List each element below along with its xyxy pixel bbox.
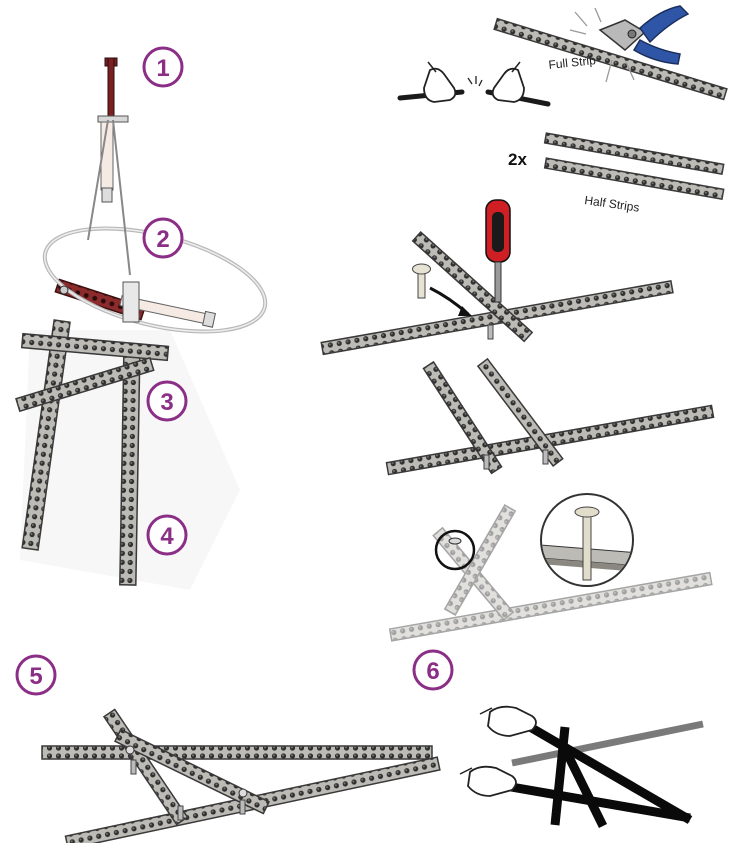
step-badge-3: 3 <box>146 380 188 422</box>
step-badge-4: 4 <box>146 514 188 556</box>
step-number-4: 4 <box>160 523 174 550</box>
half-strips-placed-illustration <box>385 357 715 476</box>
step-number-1: 1 <box>156 55 169 82</box>
step-badge-6: 6 <box>412 649 454 691</box>
step-number-6: 6 <box>426 658 439 685</box>
step-number-3: 3 <box>160 389 173 416</box>
breaking-strip-hands-illustration <box>397 61 551 107</box>
zoom-highlight-circle <box>434 529 476 571</box>
step-badge-2: 2 <box>142 217 184 259</box>
screwing-step-illustration <box>320 199 674 356</box>
zoom-detail-inset <box>540 493 634 587</box>
ghosted-assembly-illustration <box>388 504 713 642</box>
step-number-5: 5 <box>29 663 42 690</box>
quantity-label: 2x <box>508 150 527 169</box>
half-strips-illustration <box>543 132 725 201</box>
cutting-full-strip-illustration <box>493 5 728 101</box>
step-5-assembly-illustration <box>41 708 441 843</box>
step-badge-1: 1 <box>142 46 184 88</box>
full-assembly-illustration <box>15 57 268 590</box>
full-strip-label: Full Strip <box>548 53 597 72</box>
step-6-flex-illustration <box>459 705 704 828</box>
step-number-2: 2 <box>156 226 169 253</box>
step-badge-5: 5 <box>15 654 57 696</box>
half-strips-label: Half Strips <box>584 193 641 215</box>
